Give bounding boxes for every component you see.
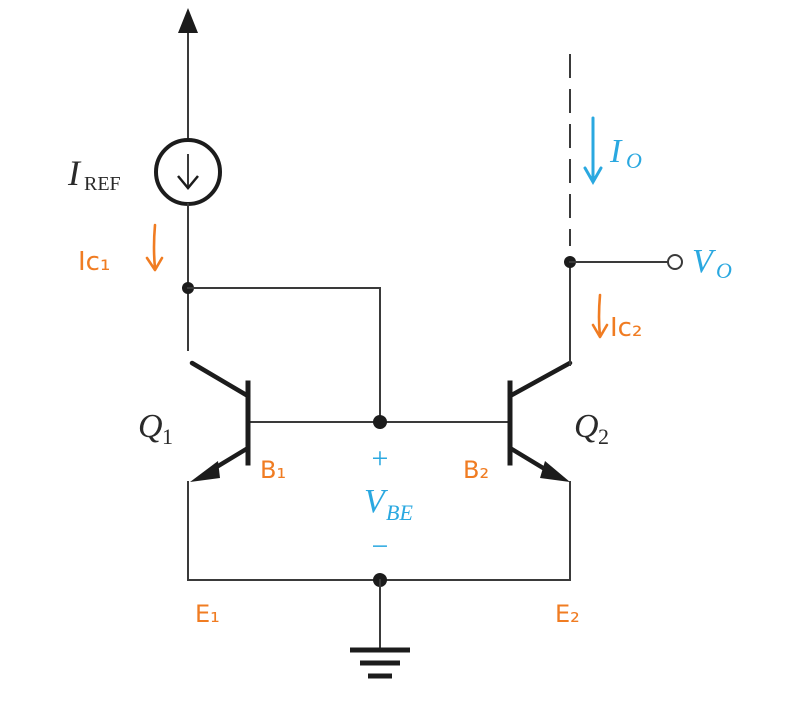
ground-symbol bbox=[350, 647, 410, 679]
e2-annotation: E₂ bbox=[555, 600, 580, 628]
q2-label-sub: 2 bbox=[598, 424, 609, 449]
base-node bbox=[373, 415, 387, 429]
vbe-minus: − bbox=[372, 530, 389, 563]
supply-arrow bbox=[178, 8, 198, 141]
q1-label-sub: 1 bbox=[162, 424, 173, 449]
vo-terminal bbox=[667, 254, 683, 270]
io-arrow bbox=[583, 116, 603, 186]
q1-label-main: Q bbox=[138, 408, 163, 445]
b2-annotation: B₂ bbox=[463, 456, 489, 484]
ic1-arrow bbox=[145, 223, 164, 272]
io-label-main: I bbox=[609, 133, 623, 170]
io-label-sub: O bbox=[626, 148, 642, 173]
ic2-arrow bbox=[591, 293, 609, 339]
vbe-plus: + bbox=[372, 442, 389, 475]
q1-label: Q 1 bbox=[138, 408, 173, 449]
transistor-q2 bbox=[507, 360, 573, 482]
q2-label: Q 2 bbox=[574, 408, 609, 449]
ic1-annotation: Ic₁ bbox=[78, 247, 110, 277]
iref-label-main: I bbox=[67, 153, 82, 193]
q2-label-main: Q bbox=[574, 408, 599, 445]
vo-label: V O bbox=[692, 243, 732, 283]
b1-annotation: B₁ bbox=[260, 456, 286, 484]
vo-label-main: V bbox=[692, 243, 717, 280]
iref-label: I REF bbox=[67, 153, 121, 195]
vbe-label-sub: BE bbox=[386, 500, 413, 525]
transistor-q1 bbox=[189, 360, 251, 482]
ic2-annotation: Ic₂ bbox=[610, 313, 642, 343]
vbe-label: V BE bbox=[364, 483, 413, 525]
iref-current-source bbox=[154, 138, 222, 206]
diode-connection-wire bbox=[187, 287, 381, 423]
io-label: I O bbox=[609, 133, 642, 173]
vo-label-sub: O bbox=[716, 258, 732, 283]
e1-annotation: E₁ bbox=[195, 600, 220, 628]
iref-label-sub: REF bbox=[84, 173, 121, 195]
